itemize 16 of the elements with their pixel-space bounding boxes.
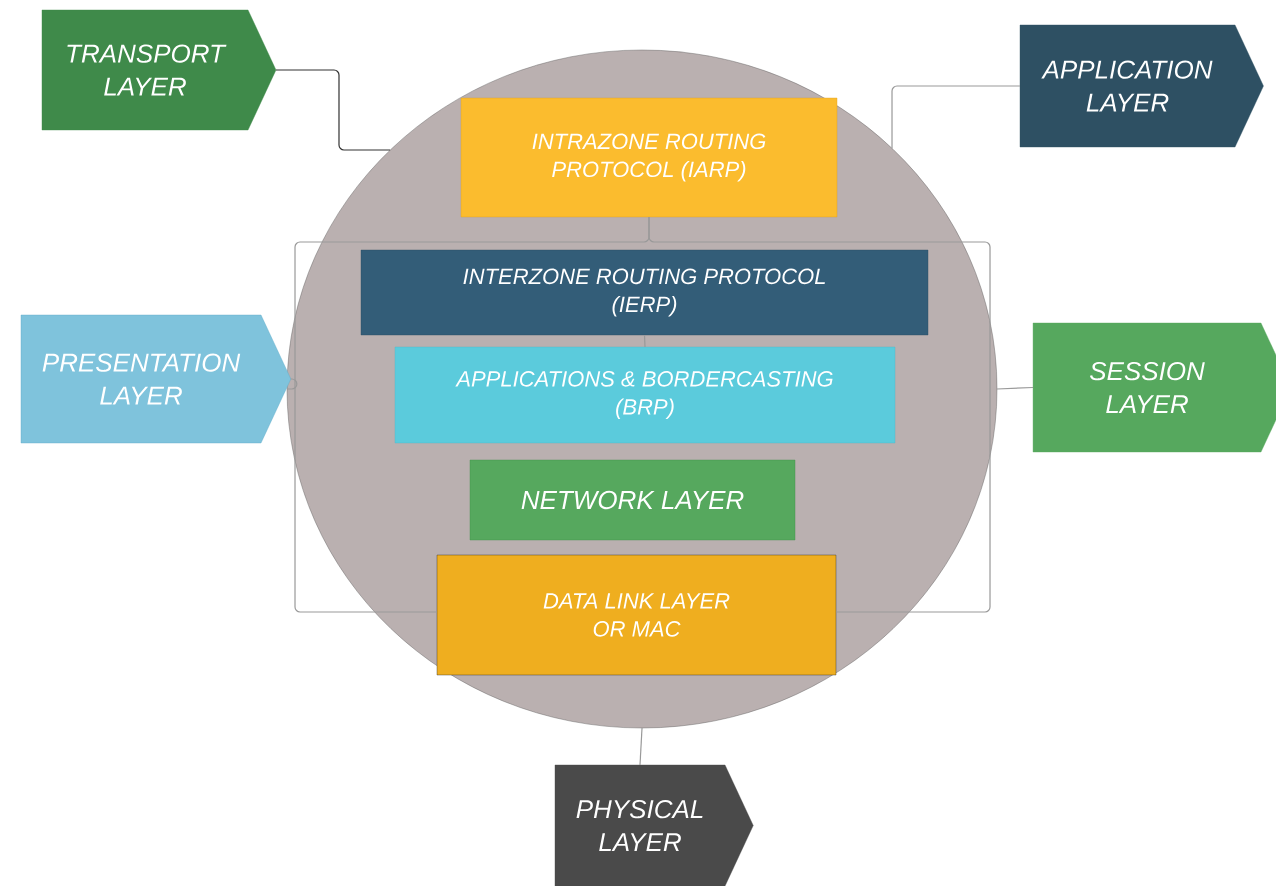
layer-tag: PHYSICAL LAYER: [554, 764, 754, 886]
connector-line: [286, 378, 298, 390]
layer-tag: SESSION LAYER: [1032, 322, 1276, 453]
layer-tag: APPLICATION LAYER: [1019, 24, 1264, 148]
protocol-box: APPLICATIONS & BORDERCASTING (BRP): [394, 346, 896, 444]
connector-line: [648, 216, 991, 613]
connector-line: [996, 386, 1034, 390]
layer-tag: TRANSPORT LAYER: [41, 9, 277, 131]
connector-line: [275, 69, 391, 151]
protocol-box: INTERZONE ROUTING PROTOCOL (IERP): [360, 249, 929, 336]
connector-line: [639, 727, 643, 766]
layer-box: NETWORK LAYER: [469, 459, 796, 541]
layer-tag: PRESENTATION LAYER: [20, 314, 292, 444]
layer-box: DATA LINK LAYER OR MAC: [436, 554, 837, 676]
protocol-box: INTRAZONE ROUTING PROTOCOL (IARP): [460, 97, 838, 218]
connector-line: [891, 85, 1021, 149]
